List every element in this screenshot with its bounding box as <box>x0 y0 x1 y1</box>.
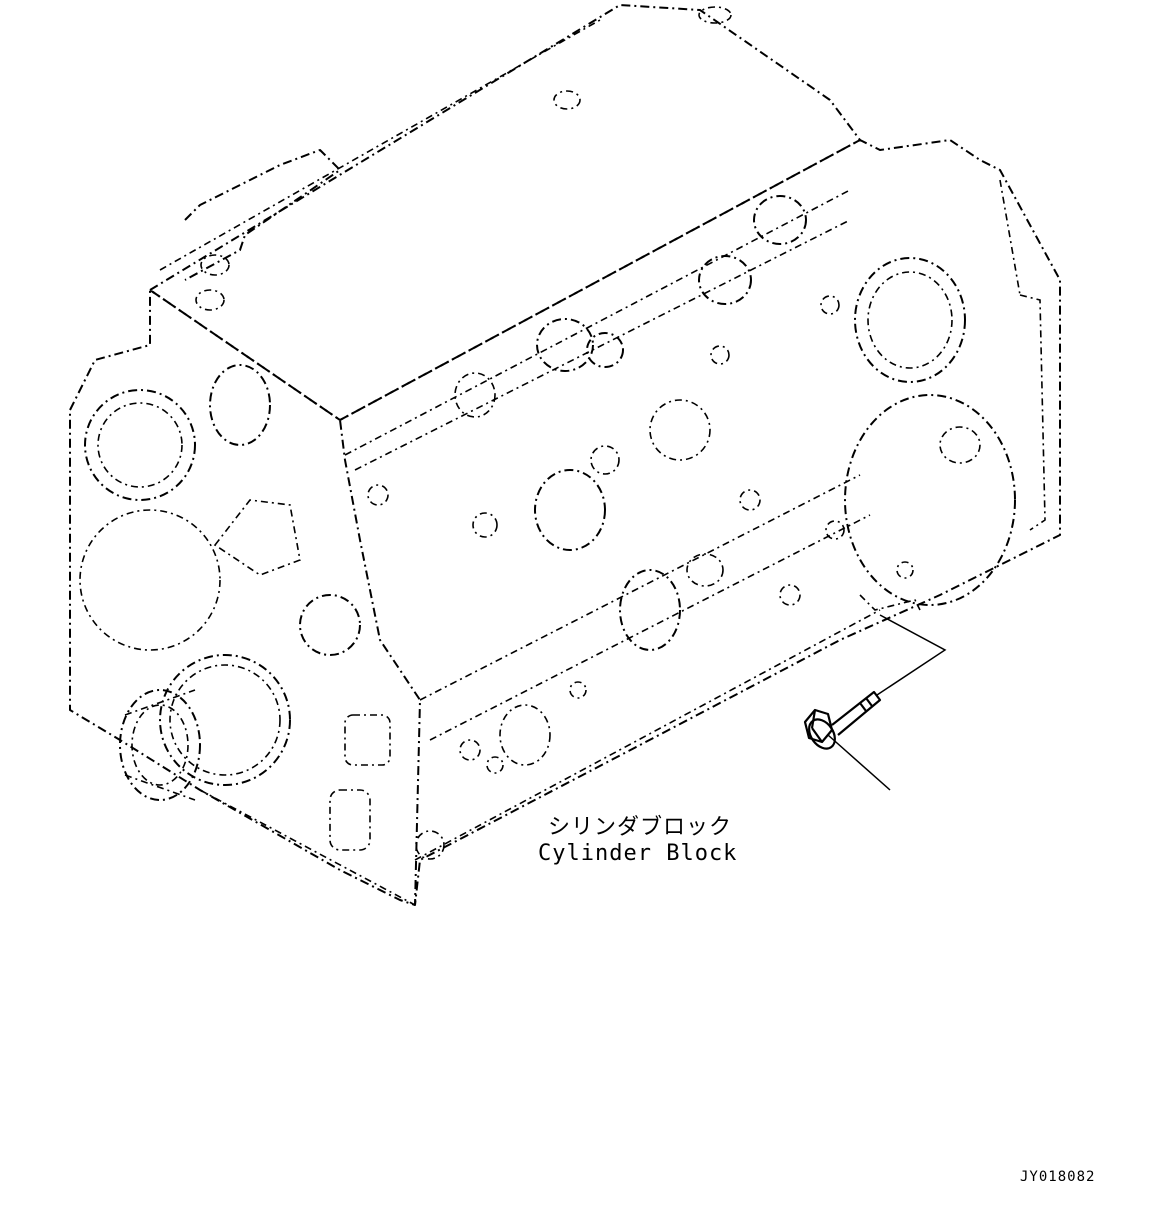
cylinder-block-phantom <box>69 4 1061 906</box>
leader-lines <box>827 614 947 791</box>
drawing-code: JY018082 <box>1020 1169 1095 1185</box>
part-label-japanese: シリンダブロック <box>548 815 732 840</box>
part-label-english: Cylinder Block <box>538 841 737 866</box>
flange-bolt-icon <box>803 690 882 750</box>
